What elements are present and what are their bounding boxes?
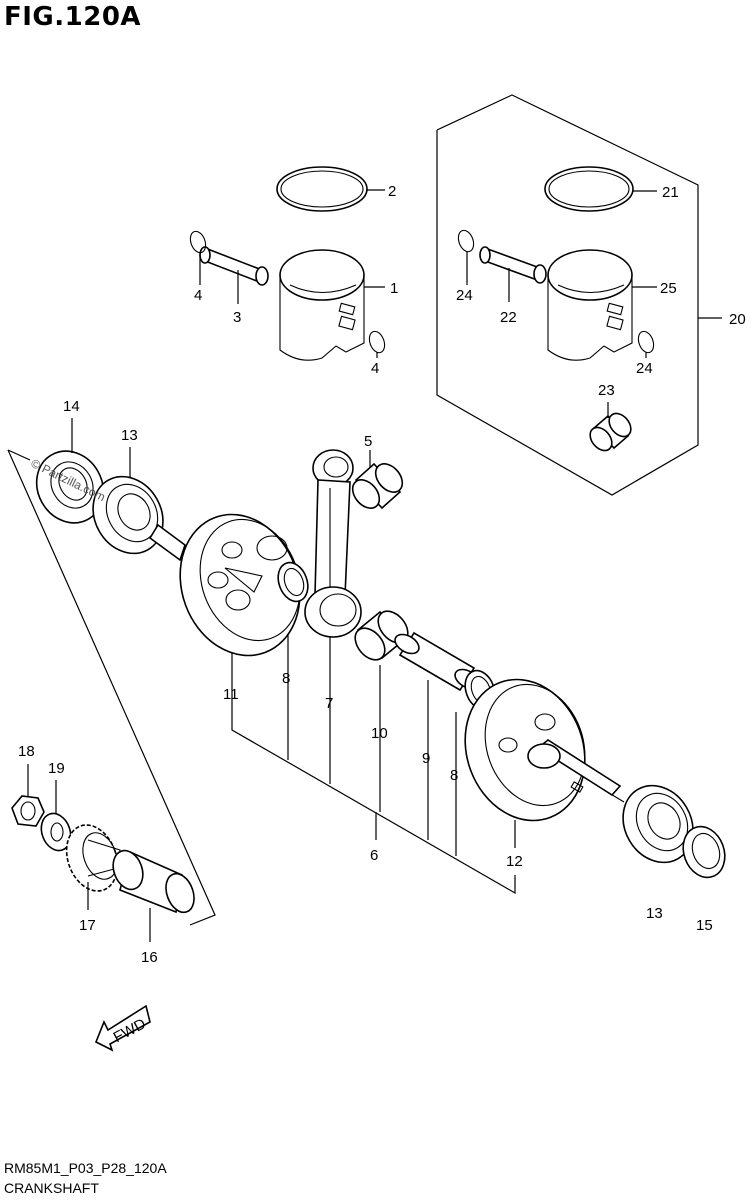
callout-8: 8 (282, 670, 290, 687)
spacer (112, 849, 195, 942)
callout-23: 23 (598, 382, 615, 399)
callout-20: 20 (729, 311, 746, 328)
kit-piston-pin-clip (457, 229, 655, 358)
callout-16: 16 (141, 949, 158, 966)
small-end-bearing (351, 450, 404, 510)
callout-18: 18 (18, 743, 35, 760)
callout-14: 14 (63, 398, 80, 415)
callout-25: 25 (660, 280, 677, 297)
callout-6: 6 (370, 847, 378, 864)
piston-pin (199, 246, 269, 304)
piston (279, 249, 385, 361)
callout-7: 7 (325, 695, 333, 712)
kit-piston-pin (479, 246, 547, 302)
piston-ring (276, 166, 385, 212)
callout-4: 4 (194, 287, 202, 304)
callout-13b: 13 (646, 905, 663, 922)
callout-22: 22 (500, 309, 517, 326)
callout-24: 24 (456, 287, 473, 304)
callout-10: 10 (371, 725, 388, 742)
callout-24b: 24 (636, 360, 653, 377)
crank-bearing-left (92, 447, 164, 555)
callout-2: 2 (388, 183, 396, 200)
forward-arrow-icon (94, 1004, 151, 1052)
callout-3: 3 (233, 309, 241, 326)
callout-1: 1 (390, 280, 398, 297)
nut (11, 764, 45, 827)
crank-web-right (464, 678, 625, 822)
thrust-washer-left (277, 561, 309, 603)
callout-4b: 4 (371, 360, 379, 377)
diagram-code: RM85M1_P03_P28_120A (4, 1160, 167, 1176)
kit-piston (547, 249, 657, 361)
kit-needle-bearing (589, 402, 632, 452)
callout-17: 17 (79, 917, 96, 934)
figure-title: FIG.120A (4, 2, 142, 32)
crank-bearing-right (622, 784, 694, 864)
oil-seal (35, 418, 105, 524)
piston-pin-clip (189, 230, 386, 358)
callout-12: 12 (506, 853, 523, 870)
callout-8b: 8 (450, 767, 458, 784)
piston-kit-bracket (436, 94, 722, 496)
callout-5: 5 (364, 433, 372, 450)
callout-15: 15 (696, 917, 713, 934)
oil-seal-right (682, 825, 726, 879)
kit-piston-ring (544, 166, 657, 212)
washer (40, 780, 72, 852)
callout-19: 19 (48, 760, 65, 777)
crank-web-left (148, 513, 301, 657)
callout-11: 11 (223, 686, 239, 703)
callout-13: 13 (121, 427, 138, 444)
output-side-bracket (7, 449, 216, 926)
diagram-caption: CRANKSHAFT (4, 1180, 99, 1196)
connecting-rod (304, 449, 362, 638)
callout-9: 9 (422, 750, 430, 767)
callout-21: 21 (662, 184, 679, 201)
